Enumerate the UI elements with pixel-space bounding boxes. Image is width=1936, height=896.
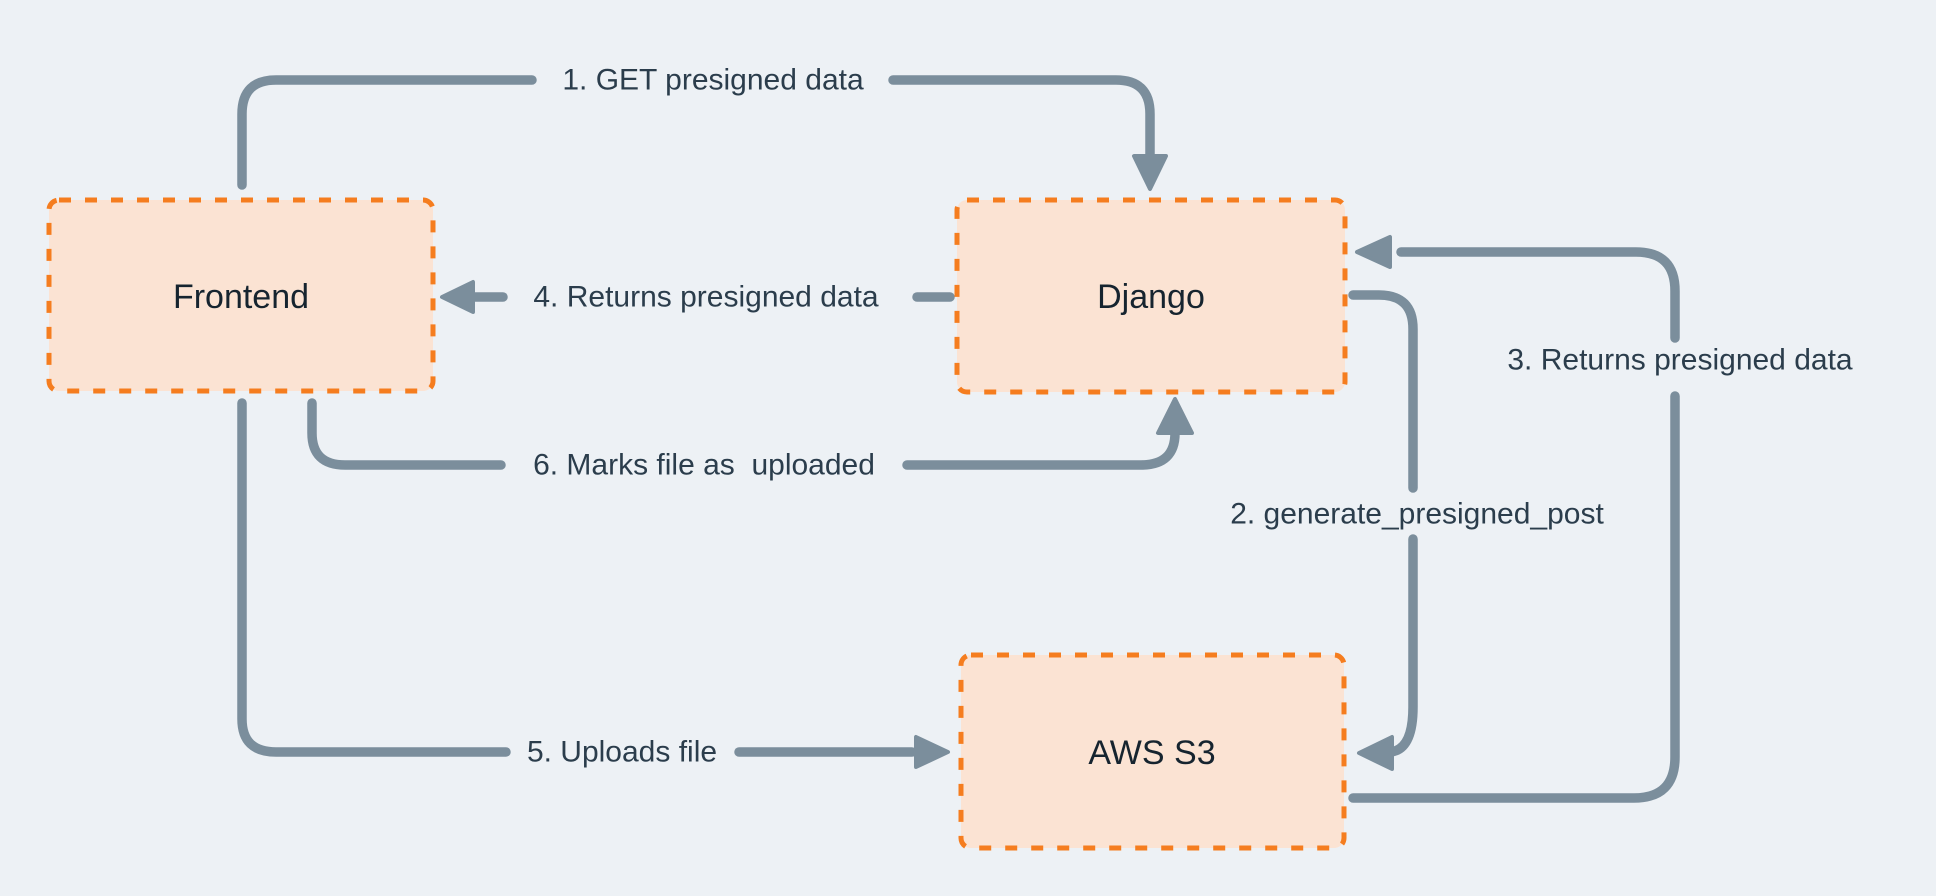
frontend-node-label: Frontend [173,278,309,316]
frontend-node: Frontend [46,197,436,394]
edge-1-get-presigned-data: 1. GET presigned data [237,64,1168,191]
edge-2-segment-a [1348,290,1418,493]
edge-1-segment-b [888,75,1155,159]
edge-3-segment-b [1396,247,1680,343]
edge-5-uploads-file: 5. Uploads file [237,398,950,769]
edge-5-arrowhead [914,735,950,769]
edge-6-marks-file-as-uploaded: 6. Marks file as uploaded [307,397,1194,482]
aws-s3-node: AWS S3 [958,652,1347,851]
edge-4-arrowhead [440,280,475,314]
edge-4-label: 4. Returns presigned data [533,281,879,314]
aws-s3-node-label: AWS S3 [1088,734,1215,772]
aws-s3-node-box [958,652,1347,851]
django-node-box [954,197,1348,395]
edge-6-segment-b [902,428,1180,470]
edge-3-returns-presigned-data: 3. Returns presigned data [1348,235,1853,803]
edge-5-label: 5. Uploads file [527,736,717,769]
django-node-label: Django [1097,278,1205,316]
edge-2-arrowhead [1357,735,1394,771]
edge-2-segment-b [1386,534,1418,757]
edge-2-label: 2. generate_presigned_post [1230,498,1604,531]
edge-4-returns-presigned-data: 4. Returns presigned data [440,280,955,314]
edge-1-segment-a [237,75,537,190]
edge-6-segment-a [307,398,506,470]
frontend-node-box [46,197,436,394]
edge-1-label: 1. GET presigned data [562,64,864,97]
edge-3-segment-a [1348,391,1680,803]
edge-2-generate-presigned-post: 2. generate_presigned_post [1230,290,1604,771]
edge-1-arrowhead [1132,154,1168,191]
edge-5-segment-a [237,398,511,757]
edge-6-arrowhead [1156,397,1194,435]
edge-3-arrowhead [1355,235,1392,269]
django-node: Django [954,197,1348,395]
edge-3-label: 3. Returns presigned data [1507,344,1853,377]
edge-6-label: 6. Marks file as uploaded [533,449,875,482]
